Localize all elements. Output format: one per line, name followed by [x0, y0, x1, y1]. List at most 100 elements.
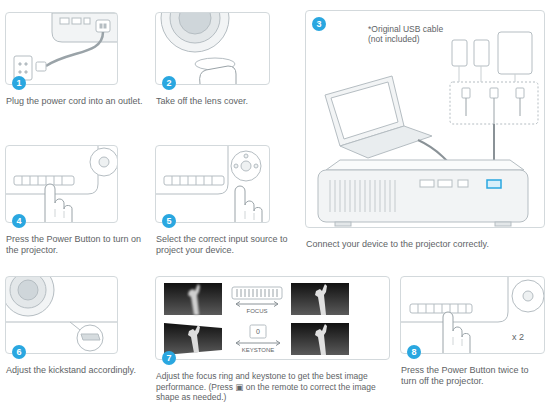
power-cord-illustration-part: [25, 63, 27, 65]
step-panel: Adjust the kickstand accordingly.6: [5, 276, 118, 354]
step-number-text: 2: [166, 78, 171, 88]
step-panel: Plug the power cord into an outlet.1: [5, 12, 118, 85]
step-number: 1: [12, 76, 26, 90]
step-number-text: 5: [166, 216, 171, 226]
connection-illustration-part: [438, 180, 452, 187]
lens-cover-illustration-part: [161, 13, 229, 52]
focus-keystone-illustration-part-part: [188, 284, 200, 315]
step-panel: Take off the lens cover.2: [155, 12, 270, 85]
step-caption: Press the Power Button twice to turn off…: [401, 365, 546, 387]
step-panel: Select the correct input source to proje…: [155, 145, 270, 223]
step-number: 7: [162, 351, 176, 365]
power-off-illustration: [401, 277, 544, 353]
lens-cover-illustration: [161, 13, 236, 84]
power-cord-illustration-part: [60, 18, 69, 24]
focus-keystone-illustration-part: [291, 323, 349, 355]
step-number: 5: [162, 214, 176, 228]
connection-illustration-part: [450, 82, 538, 124]
power-cord-illustration-part: [19, 63, 21, 65]
input-source-illustration-part: [234, 164, 238, 168]
input-source-illustration-part: [241, 161, 251, 171]
connection-illustration-part: [330, 180, 395, 212]
input-source-illustration-part: [254, 164, 258, 168]
connection-illustration-part: [474, 40, 489, 66]
step-caption: Adjust the kickstand accordingly.: [6, 365, 146, 376]
kickstand-illustration-part: [70, 322, 80, 330]
focus-keystone-illustration-part-part: [291, 323, 349, 355]
connection-illustration-part: [318, 170, 528, 222]
connection-illustration-part: [452, 40, 467, 66]
step-caption: Adjust the focus ring and keystone to ge…: [156, 371, 401, 403]
step-caption: Select the correct input source to proje…: [156, 234, 306, 256]
step-panel: Connect your device to the projector cor…: [305, 10, 545, 228]
connection-illustration-part: [495, 222, 511, 226]
step-number-text: 6: [16, 347, 21, 357]
power-cord-illustration-part: [36, 62, 46, 71]
input-source-illustration-part: [244, 154, 248, 158]
focus-keystone-illustration-part: [250, 325, 266, 338]
focus-keystone-illustration-part-part: [164, 283, 222, 315]
power-cord-illustration-part: [84, 18, 90, 24]
step-number: 8: [407, 345, 421, 359]
power-cord-illustration-part: [100, 24, 102, 28]
step-number: 6: [12, 345, 26, 359]
power-cord-illustration-part: [72, 18, 81, 24]
focus-keystone-illustration-part-part: [291, 283, 349, 315]
power-off-illustration-part: [401, 277, 508, 322]
connection-illustration-part: [458, 180, 468, 187]
lens-cover-illustration-part: [200, 66, 236, 84]
focus-keystone-illustration-part: [164, 283, 222, 315]
connection-illustration-part: [498, 32, 532, 74]
connection-illustration-part: [487, 180, 501, 188]
connection-illustration-part: [516, 88, 524, 98]
connection-illustration-part: [459, 66, 515, 82]
step-number: 2: [162, 76, 176, 90]
step-number-text: 1: [16, 78, 21, 88]
focus-keystone-illustration-part-part: [164, 323, 222, 355]
connection-illustration: [318, 32, 538, 226]
note-text: *Original USB cable (not included): [368, 24, 460, 45]
power-cord-illustration: [14, 13, 117, 80]
step-panel: Press the Power Button to turn on the pr…: [5, 145, 118, 223]
power-on-illustration-part: [14, 176, 74, 185]
power-cord-illustration-part: [104, 24, 106, 28]
focus-keystone-illustration-part: [291, 283, 349, 315]
control-label: FOCUS: [247, 307, 268, 315]
step-number-text: 4: [16, 216, 21, 226]
step-caption: Plug the power cord into an outlet.: [6, 96, 156, 107]
control-label: 0: [256, 327, 260, 336]
focus-keystone-illustration-part: [236, 341, 280, 346]
connection-illustration-part: [331, 82, 398, 139]
connection-illustration-part: [462, 88, 470, 98]
power-on-illustration-part: [45, 184, 72, 222]
kickstand-illustration-part: [10, 277, 46, 308]
power-cord-illustration-part: [25, 71, 27, 73]
kickstand-illustration-part: [6, 277, 54, 316]
kickstand-illustration-part: [77, 325, 103, 351]
kickstand-illustration-part: [18, 280, 38, 300]
power-on-illustration: [6, 146, 117, 222]
step-caption: Press the Power Button to turn on the pr…: [6, 234, 156, 256]
step-caption: Take off the lens cover.: [156, 96, 306, 107]
kickstand-illustration: [6, 277, 117, 351]
input-source-illustration: [156, 146, 262, 222]
power-off-illustration-part: [410, 304, 472, 313]
input-source-illustration-part: [235, 186, 262, 222]
power-cord-illustration-part: [52, 13, 117, 42]
connection-illustration-part: [335, 222, 351, 226]
power-cord-illustration-part: [96, 20, 110, 32]
input-source-illustration-part: [156, 146, 228, 194]
input-source-illustration-part: [164, 176, 224, 185]
power-off-illustration-part: [443, 312, 470, 353]
input-source-illustration-part: [231, 151, 261, 181]
power-off-illustration-part: [418, 304, 466, 313]
power-cord-illustration-part: [46, 32, 103, 66]
kickstand-illustration-part: [6, 322, 117, 323]
press-count: x 2: [512, 332, 524, 343]
kickstand-illustration-part: [81, 334, 100, 340]
power-off-illustration-part: [523, 291, 533, 301]
step-number: 4: [12, 214, 26, 228]
